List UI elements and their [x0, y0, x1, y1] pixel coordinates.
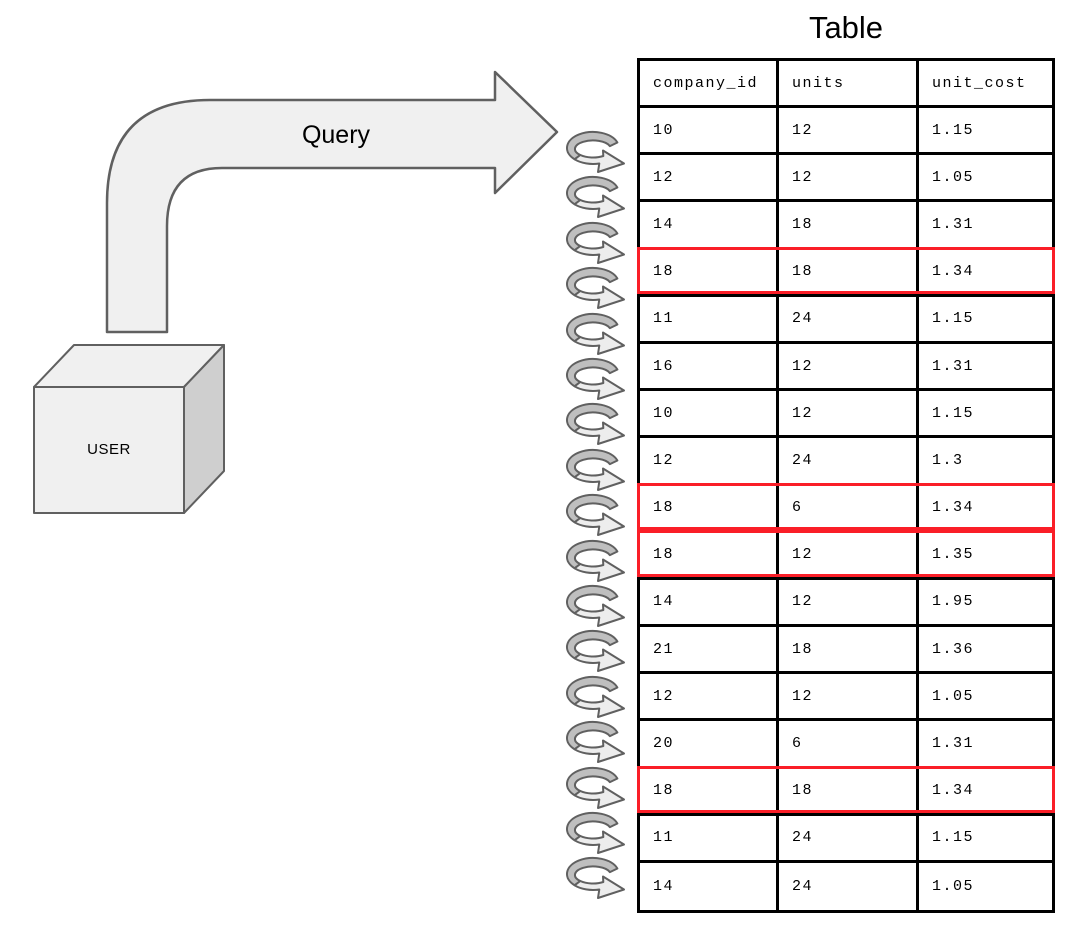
table-cell: 24 [779, 438, 919, 483]
table-row: 12 12 1.05 [640, 674, 1052, 722]
loop-arrow-icon [565, 721, 625, 764]
table-row: 21 18 1.36 [640, 627, 1052, 675]
table-cell: 1.15 [932, 829, 975, 847]
table-row: 12 12 1.05 [640, 155, 1052, 203]
table-cell: 1.34 [932, 499, 975, 517]
table-cell: 1.34 [932, 263, 975, 281]
loop-arrow-icon [565, 131, 625, 173]
table-cell: 12 [779, 155, 919, 200]
loop-arrow-icon [565, 448, 625, 491]
table-cell: 18 [640, 249, 779, 294]
table-cell: 1.3 [932, 451, 964, 469]
loop-arrow-icon [565, 494, 625, 537]
user-cube-label: USER [87, 441, 131, 458]
loop-arrow-icon [565, 358, 625, 400]
data-table: company_id units unit_cost 10 12 1.15 12… [637, 58, 1055, 914]
table-cell: 1.15 [932, 310, 975, 328]
table-row: 20 6 1.31 [640, 721, 1052, 769]
table-cell: 24 [779, 863, 919, 911]
table-row: 11 24 1.15 [640, 815, 1052, 863]
table-cell: 20 [640, 721, 779, 766]
table-row: 12 24 1.3 [640, 438, 1052, 486]
table-cell: 24 [779, 815, 919, 860]
query-arrow-label: Query [301, 121, 371, 149]
table-title: Table [808, 10, 884, 45]
table-row: 16 12 1.31 [640, 343, 1052, 392]
loop-arrow-icon [565, 221, 625, 264]
table-row: 18 12 1.35 [637, 529, 1055, 580]
table-cell: 1.35 [932, 546, 975, 564]
loop-arrow-icon [565, 539, 625, 582]
table-cell: 18 [640, 485, 779, 530]
table-cell: 18 [779, 249, 919, 294]
table-row: 14 12 1.95 [640, 579, 1052, 628]
loop-arrow-icon [565, 812, 625, 854]
table-cell: 1.31 [932, 215, 975, 233]
table-cell: 11 [640, 296, 779, 341]
table-cell: 1.05 [932, 168, 975, 186]
table-cell: 10 [640, 391, 779, 436]
table-cell: 12 [779, 343, 919, 389]
loop-arrow-icon [565, 630, 625, 673]
table-cell: 18 [779, 202, 919, 247]
table-row: 14 24 1.05 [640, 863, 1052, 911]
loop-arrow-icon [565, 312, 625, 355]
table-cell: 18 [640, 532, 779, 577]
table-cell: 1.15 [932, 404, 975, 422]
table-cell: 12 [779, 391, 919, 436]
table-cell: 1.31 [932, 735, 975, 753]
table-cell: 12 [779, 108, 919, 153]
table-cell: 14 [640, 202, 779, 247]
table-cell: 12 [640, 438, 779, 483]
loop-arrow-icon [565, 267, 625, 310]
loop-arrow-icon [565, 585, 625, 627]
table-row: 11 24 1.15 [640, 296, 1052, 344]
table-cell: 6 [779, 485, 919, 530]
table-cell: 12 [640, 155, 779, 200]
table-cell: 12 [640, 674, 779, 719]
table-cell: 6 [779, 721, 919, 766]
column-header-unit-cost: unit_cost [932, 74, 1027, 92]
loop-arrow-icon [565, 176, 625, 219]
table-cell: 1.34 [932, 782, 975, 800]
table-cell: 18 [779, 768, 919, 813]
table-cell: 12 [779, 674, 919, 719]
table-cell: 12 [779, 532, 919, 577]
table-cell: 14 [640, 863, 779, 911]
table-cell: 24 [779, 296, 919, 341]
table-cell: 10 [640, 108, 779, 153]
loop-arrow-icon [565, 675, 625, 718]
user-cube-front-face [33, 386, 185, 514]
loop-arrows [563, 0, 629, 935]
query-arrow-shape [105, 70, 559, 334]
table-header-row: company_id units unit_cost [640, 61, 1052, 108]
table-row: 18 6 1.34 [637, 482, 1055, 533]
table-cell: 16 [640, 343, 779, 389]
table-cell: 14 [640, 579, 779, 625]
column-header-units: units [779, 61, 919, 105]
table-cell: 1.15 [932, 121, 975, 139]
table-row: 10 12 1.15 [640, 108, 1052, 156]
table-row: 10 12 1.15 [640, 391, 1052, 439]
table-row: 18 18 1.34 [637, 765, 1055, 816]
column-header-company-id: company_id [640, 61, 779, 105]
loop-arrow-icon [565, 766, 625, 809]
table-cell: 1.31 [932, 357, 975, 375]
table-cell: 1.36 [932, 640, 975, 658]
table-row: 14 18 1.31 [640, 202, 1052, 250]
table-cell: 21 [640, 627, 779, 672]
table-row: 18 18 1.34 [637, 246, 1055, 297]
table-cell: 1.05 [932, 687, 975, 705]
loop-arrow-icon [565, 857, 625, 900]
table-cell: 11 [640, 815, 779, 860]
user-query-diagram [33, 70, 559, 514]
loop-arrow-icon [565, 403, 625, 446]
table-cell: 1.05 [932, 878, 975, 896]
table-cell: 18 [779, 627, 919, 672]
table-cell: 12 [779, 579, 919, 625]
table-cell: 1.95 [932, 593, 975, 611]
table-cell: 18 [640, 768, 779, 813]
